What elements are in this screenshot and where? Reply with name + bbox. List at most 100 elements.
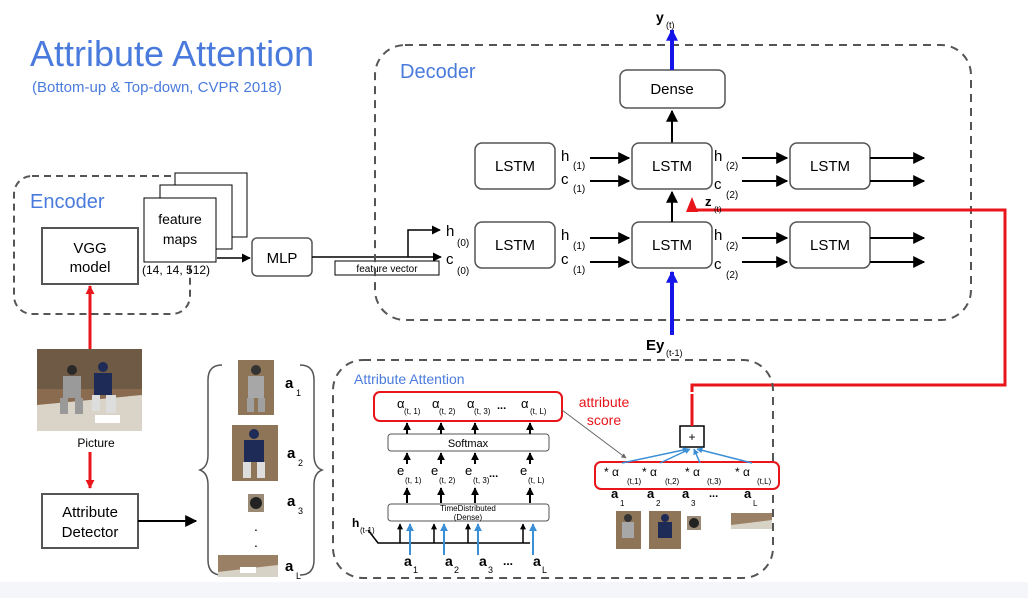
z-sub: (t) bbox=[714, 205, 722, 214]
alpha-row-box bbox=[373, 391, 563, 422]
w-a1: a bbox=[611, 486, 619, 501]
w-3-sub: (t,3) bbox=[707, 477, 722, 486]
attr-a3-sub: 3 bbox=[298, 506, 303, 516]
baseball-picture bbox=[37, 349, 142, 431]
w-L-sub: (t,L) bbox=[757, 477, 772, 486]
attr-a1: a bbox=[285, 375, 294, 392]
feature-maps-line1: feature bbox=[158, 211, 202, 227]
w-a-dots: ... bbox=[709, 488, 718, 500]
mlp-label: MLP bbox=[267, 250, 298, 267]
attr-aL: a bbox=[285, 558, 294, 575]
lstm-top-1-label: LSTM bbox=[495, 158, 535, 175]
w-crop-3 bbox=[687, 516, 701, 530]
arrow-w3-sum bbox=[693, 448, 701, 464]
alpha-1: α bbox=[397, 396, 405, 411]
e-3-sub: (t, 3) bbox=[473, 476, 490, 485]
attr-crop-2 bbox=[232, 425, 278, 481]
y-label: y bbox=[656, 9, 664, 25]
e-3: e bbox=[465, 463, 472, 478]
w-crop-L bbox=[731, 513, 772, 529]
arrow-score-to-weighted bbox=[561, 409, 627, 459]
attrs-right-brace bbox=[299, 364, 325, 576]
attn-a3: a bbox=[479, 553, 487, 569]
e-L-sub: (t, L) bbox=[528, 476, 545, 485]
lstm-bottom-1 bbox=[474, 221, 556, 269]
bottom-h2-label: h bbox=[714, 227, 722, 244]
lstm-top-2-label: LSTM bbox=[652, 158, 692, 175]
lstm-top-3-label: LSTM bbox=[810, 158, 850, 175]
page-title: Attribute Attention bbox=[30, 33, 314, 74]
arrow-w2-sum bbox=[659, 448, 691, 464]
feature-maps-box bbox=[143, 197, 217, 263]
w-aL-sub: L bbox=[753, 499, 758, 508]
top-h2-label: h bbox=[714, 148, 722, 165]
lstm-top-2 bbox=[631, 142, 713, 190]
attn-a1: a bbox=[404, 553, 412, 569]
e-1-sub: (t, 1) bbox=[405, 476, 422, 485]
feature-vector-label: feature vector bbox=[356, 264, 418, 275]
w-aL: a bbox=[744, 486, 752, 501]
top-c2-sub: (2) bbox=[726, 190, 738, 201]
e-1: e bbox=[397, 463, 404, 478]
y-sub: (t) bbox=[666, 20, 675, 30]
bottom-h1-label: h bbox=[561, 227, 569, 244]
w-crop-2 bbox=[649, 511, 681, 549]
bottom-c2-sub: (2) bbox=[726, 270, 738, 281]
alpha-1-sub: (t, 1) bbox=[404, 407, 421, 416]
ey-sub: (t-1) bbox=[666, 348, 683, 358]
alpha-dots: ... bbox=[497, 400, 506, 412]
attr-crop-1 bbox=[238, 360, 274, 415]
alpha-L: α bbox=[521, 396, 529, 411]
lstm-bottom-2-label: LSTM bbox=[652, 237, 692, 254]
attrs-dot-2: . bbox=[254, 534, 258, 550]
attr-crop-3 bbox=[248, 494, 264, 512]
w-1: * α bbox=[604, 465, 619, 479]
w-L: * α bbox=[735, 465, 750, 479]
attribute-score-line2: score bbox=[587, 412, 621, 428]
page-subtitle: (Bottom-up & Top-down, CVPR 2018) bbox=[32, 79, 282, 96]
lstm-bottom-3-label: LSTM bbox=[810, 237, 850, 254]
h0-sub: (0) bbox=[457, 238, 469, 249]
e-dots: ... bbox=[489, 468, 498, 480]
arrow-w1-sum bbox=[621, 447, 689, 464]
attn-a1-sub: 1 bbox=[413, 565, 418, 575]
w-crop-1 bbox=[616, 511, 641, 549]
dense-label: Dense bbox=[650, 81, 693, 98]
decoder-label: Decoder bbox=[400, 61, 476, 83]
attrs-dot-1: . bbox=[254, 518, 258, 534]
arrow-wL-sum bbox=[696, 447, 753, 464]
alpha-L-sub: (t, L) bbox=[530, 407, 547, 416]
dense-line1: TimeDistributed bbox=[440, 504, 496, 513]
w-3: * α bbox=[685, 465, 700, 479]
h-prev-label: h bbox=[352, 516, 359, 530]
bottom-c1-sub: (1) bbox=[573, 265, 585, 276]
c0-label: c bbox=[446, 251, 454, 268]
picture-label: Picture bbox=[77, 436, 115, 450]
attribute-detector-box bbox=[41, 493, 139, 549]
bottom-band bbox=[0, 582, 1028, 598]
h-prev-line bbox=[367, 529, 530, 544]
top-c2-label: c bbox=[714, 176, 722, 193]
feature-maps-line2: maps bbox=[163, 231, 197, 247]
attr-a2-sub: 2 bbox=[298, 458, 303, 468]
vgg-label-line2: model bbox=[70, 259, 111, 276]
bottom-c1-label: c bbox=[561, 251, 569, 268]
weighted-row-box bbox=[594, 461, 780, 490]
attn-aL: a bbox=[533, 553, 541, 569]
attr-a3: a bbox=[287, 493, 296, 510]
detector-line2: Detector bbox=[62, 524, 119, 541]
top-h2-sub: (2) bbox=[726, 161, 738, 172]
attn-a3-sub: 3 bbox=[488, 565, 493, 575]
attrs-left-brace bbox=[197, 364, 223, 576]
w-a2-sub: 2 bbox=[656, 499, 661, 508]
alpha-2: α bbox=[432, 396, 440, 411]
w-a3: a bbox=[682, 486, 690, 501]
bottom-c2-label: c bbox=[714, 256, 722, 273]
c0-sub: (0) bbox=[457, 266, 469, 277]
attn-a2-sub: 2 bbox=[454, 565, 459, 575]
h0-label: h bbox=[446, 223, 454, 240]
vgg-model-box bbox=[41, 227, 139, 285]
w-a3-sub: 3 bbox=[691, 499, 696, 508]
attribute-score-line1: attribute bbox=[579, 394, 630, 410]
